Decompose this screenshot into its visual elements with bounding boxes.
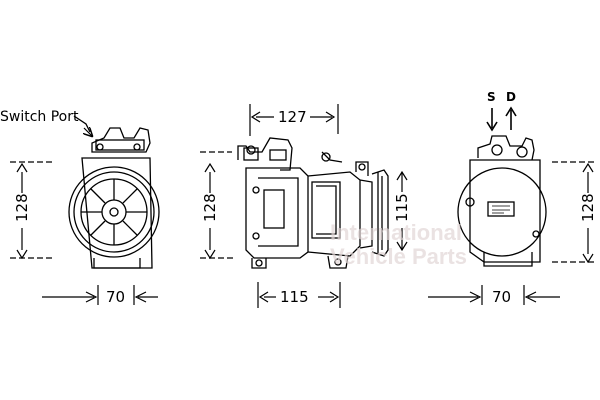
side-bottom-length-dimension (257, 282, 341, 308)
svg-text:International: International (330, 220, 462, 245)
switch-port-pointer (84, 128, 92, 136)
suction-label: S (487, 90, 496, 104)
side-bottom-length-value: 115 (280, 288, 309, 306)
suction-arrow (486, 108, 498, 132)
front-width-value: 70 (106, 288, 125, 306)
rear-width-dimension (428, 285, 560, 305)
side-body-height-dimension (396, 170, 408, 252)
side-height-dimension (200, 151, 236, 260)
discharge-label: D (506, 90, 516, 104)
side-view (237, 137, 389, 269)
front-height-dimension (10, 161, 52, 260)
side-top-length-value: 127 (278, 108, 307, 126)
watermark: International Vehicle Parts (330, 220, 467, 269)
front-width-dimension (42, 285, 158, 305)
side-top-length-dimension (249, 104, 339, 136)
front-height-value: 128 (13, 193, 31, 222)
rear-width-value: 70 (492, 288, 511, 306)
svg-text:Vehicle Parts: Vehicle Parts (330, 244, 467, 269)
front-view (68, 115, 160, 269)
discharge-arrow (505, 106, 517, 130)
switch-port-label: Switch Port (0, 109, 79, 125)
side-height-value: 128 (201, 193, 219, 222)
side-body-height-value: 115 (393, 193, 411, 222)
rear-height-value: 128 (579, 193, 597, 222)
rear-view (457, 135, 547, 267)
rear-height-dimension (552, 161, 596, 264)
